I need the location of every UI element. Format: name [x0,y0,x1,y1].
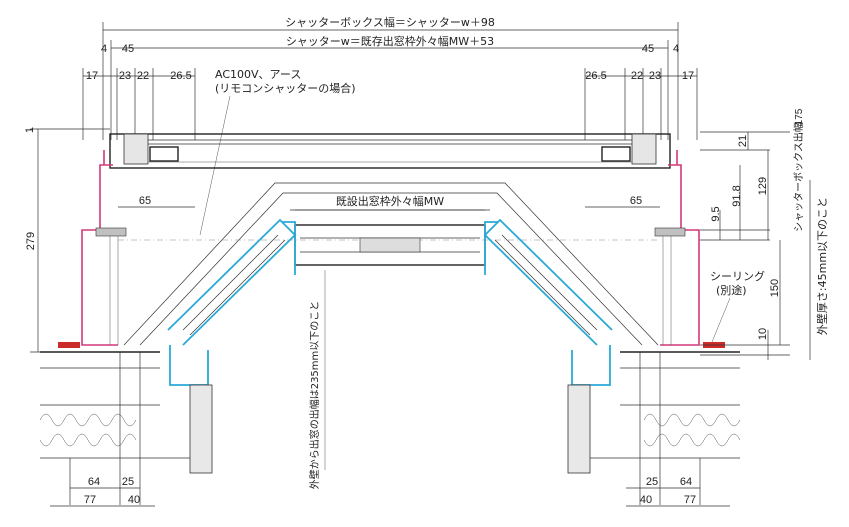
dim-right-65: 65 [630,195,642,207]
right-vertical-dimensions [700,131,811,360]
dim-left-65: 65 [139,195,151,207]
dim-right-22: 22 [631,70,643,82]
sealing-leader [711,297,731,343]
dim-right-4: 4 [673,43,679,55]
box-height-label: シャッターボックス出幅 [792,122,805,232]
dim-bottom-left-40: 40 [128,494,140,506]
dim-10: 10 [757,328,769,340]
wall-thickness-note: 外壁厚さ:45mm以下のこと [815,197,829,335]
ac-note-line2: (リモコンシャッターの場合) [215,81,356,95]
dim-bottom-right-64: 64 [680,476,692,488]
ac-note-line1: AC100V、アース [215,68,301,81]
dim-175: 175 [794,108,805,125]
dim-left-22: 22 [137,70,149,82]
dim-129: 129 [757,177,769,195]
right-frame [654,150,725,348]
wall-structure [39,351,741,505]
dim-right-26-5: 26.5 [585,70,606,82]
shutter-width-label: シャッターw＝既存出窓枠外々幅MW＋53 [286,34,494,48]
dim-right-45: 45 [642,43,654,55]
left-frame [58,150,127,348]
sealing-note-line2: (別途) [716,283,747,297]
dim-left-17: 17 [86,70,98,82]
shutter-box [109,133,671,169]
dim-left-279: 279 [25,232,37,250]
dim-bottom-left-25: 25 [122,476,134,488]
box-width-label: シャッターボックス幅＝シャッターw＋98 [285,16,495,29]
dim-left-45: 45 [122,43,134,55]
dim-bottom-right-77: 77 [684,494,696,506]
top-dimension-lines [82,22,698,140]
dim-bottom-left-77: 77 [84,494,96,506]
dim-left-23: 23 [119,70,131,82]
dim-left-4: 4 [101,43,107,55]
dim-bottom-right-40: 40 [640,494,652,506]
left-window-frame [167,218,297,386]
center-window [282,221,498,275]
dim-91-8: 91.8 [731,185,743,206]
dim-left-1: 1 [24,127,36,133]
projection-note: 外壁から出窓の出幅は235mm以下のこと [308,301,321,490]
dim-right-17: 17 [682,70,694,82]
existing-width-label: 既設出窓枠外々幅MW [336,194,444,208]
dim-right-23: 23 [649,70,661,82]
dim-9-5: 9.5 [710,206,722,221]
dim-21: 21 [737,135,749,147]
dim-150: 150 [769,279,781,297]
dim-bottom-left-64: 64 [88,476,100,488]
dim-bottom-right-25: 25 [646,476,658,488]
right-window-frame [483,218,613,386]
dim-left-26-5: 26.5 [170,70,191,82]
ac-leader-line [199,95,231,236]
sealing-note-line1: シーリング [710,269,765,283]
